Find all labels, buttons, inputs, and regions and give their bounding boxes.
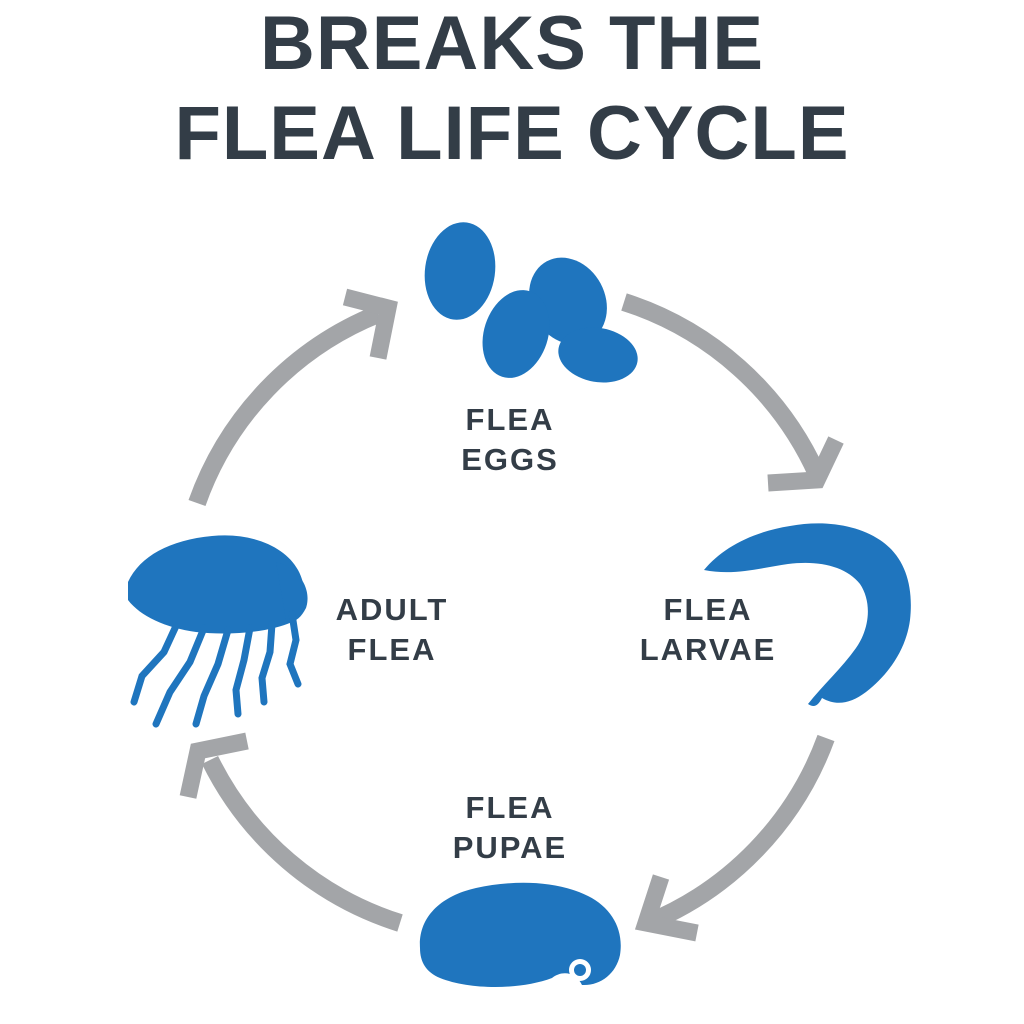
stage-label-larvae: FLEA LARVAE (588, 590, 828, 670)
stage-label-adult: ADULT FLEA (272, 590, 512, 670)
title-line-1: BREAKS THE (259, 1, 765, 86)
arrowhead-to-adult-icon (179, 732, 249, 799)
arrowheads (179, 288, 844, 942)
cycle-arc-pupae-to-adult (201, 756, 403, 932)
cycle-arc-larvae-to-pupae (644, 734, 835, 932)
title-line-2: FLEA LIFE CYCLE (174, 91, 850, 176)
flea-larva-icon (704, 523, 911, 706)
stage-label-pupae: FLEA PUPAE (390, 788, 630, 868)
stage-adult-line-2: FLEA (347, 632, 437, 667)
stage-adult-line-1: ADULT (335, 592, 449, 627)
stage-larvae-line-2: LARVAE (639, 632, 777, 667)
arrowhead-to-pupae-icon (634, 874, 699, 942)
stage-pupae-line-2: PUPAE (452, 830, 568, 865)
cycle-arc-eggs-to-larvae (621, 293, 826, 478)
adult-flea-legs (130, 610, 302, 728)
adult-flea-icon (128, 535, 308, 634)
cycle-arrows (188, 293, 835, 932)
flea-pupa-icon (419, 882, 621, 987)
flea-eggs-icon (424, 222, 638, 383)
arrowhead-to-eggs-icon (342, 288, 398, 360)
arrowhead-to-larvae-icon (767, 436, 844, 492)
stage-eggs-line-2: EGGS (461, 442, 559, 477)
stage-eggs-line-1: FLEA (465, 402, 555, 437)
cycle-arc-adult-to-eggs (188, 305, 382, 507)
stage-larvae-line-1: FLEA (663, 592, 753, 627)
stage-pupae-line-1: FLEA (465, 790, 555, 825)
stage-label-eggs: FLEA EGGS (390, 400, 630, 480)
